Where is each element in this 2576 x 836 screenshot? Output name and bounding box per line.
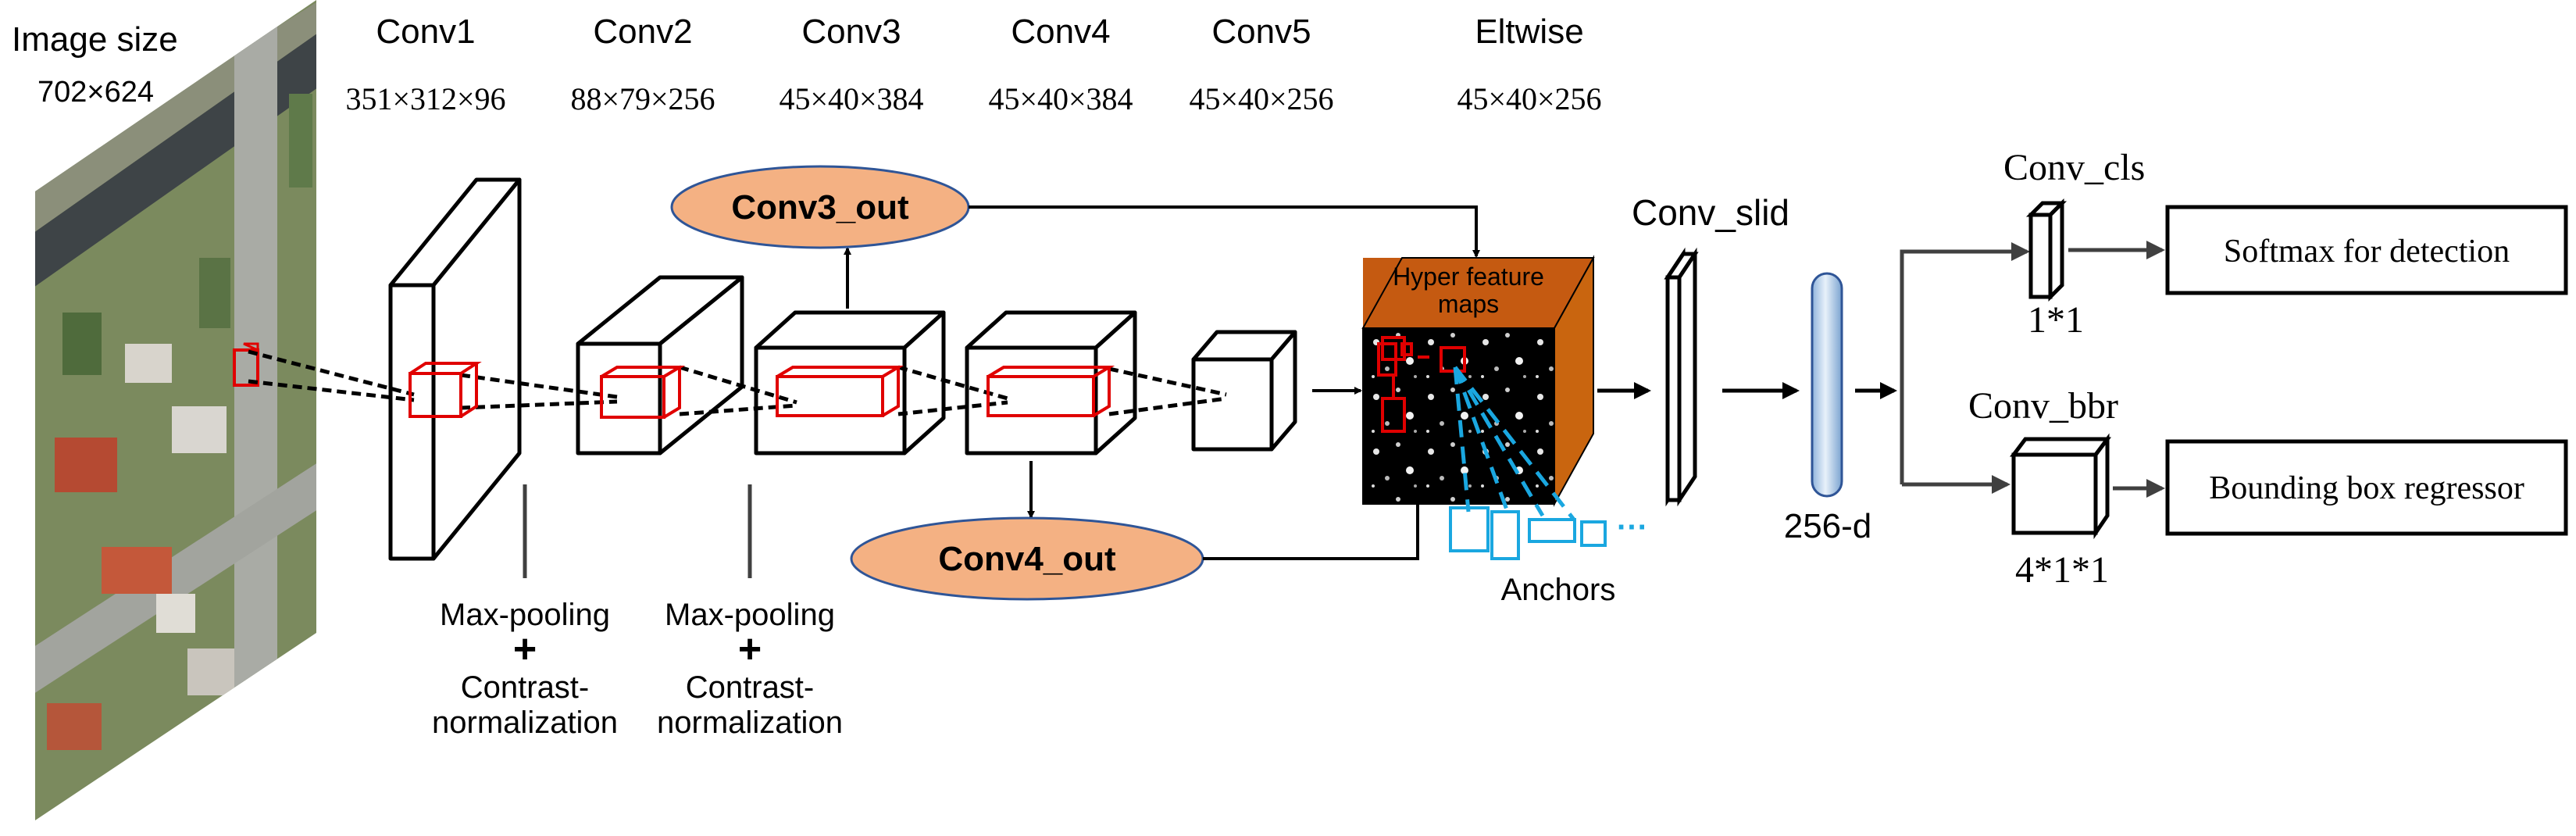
layer-name-2: Conv2: [593, 13, 692, 51]
anchors-label: Anchors: [1501, 573, 1616, 607]
pooling-note-1-line1: Max-pooling: [440, 598, 610, 632]
arrow-conv3-to-hyper: [969, 205, 1480, 258]
layer-dims-4: 45×40×384: [988, 81, 1133, 116]
conv4-box: [965, 310, 1137, 456]
conv-cls-box: [2025, 198, 2068, 302]
hyper-feature-maps: Hyper feature maps: [1361, 255, 1595, 521]
conv-cls-label: Conv_cls: [2003, 147, 2145, 188]
layer-name-3: Conv3: [801, 13, 901, 51]
fc-256d-label: 256-d: [1784, 507, 1872, 545]
receptive-field-cuboids: [409, 362, 1115, 419]
layer-dims-2: 88×79×256: [570, 81, 715, 116]
hyper-title-line1: Hyper feature: [1393, 263, 1544, 291]
pooling-note-1-plus: +: [513, 627, 537, 672]
layer-dims-5: 45×40×256: [1189, 81, 1333, 116]
conv4-out-label: Conv4_out: [938, 540, 1116, 578]
layer-headers: Conv1 351×312×96 Conv2 88×79×256 Conv3 45×40×…: [345, 13, 1601, 116]
conv-bbr-box: [2010, 433, 2111, 540]
conv3-out-label: Conv3_out: [731, 188, 909, 227]
conv1-box: [388, 177, 522, 561]
regressor-box: [2165, 439, 2568, 536]
layer-dims-3: 45×40×384: [779, 81, 923, 116]
softmax-label: Softmax for detection: [2224, 234, 2510, 270]
pooling-note-2-plus: +: [738, 627, 762, 672]
layer-name-6: Eltwise: [1475, 13, 1583, 51]
softmax-box: [2165, 205, 2568, 295]
hyper-title-line2: maps: [1438, 290, 1499, 318]
conv-cls-size: 1*1: [2028, 299, 2084, 341]
pooling-notes: Max-pooling+Contrast-normalizationMax-po…: [432, 598, 843, 740]
fc-256d-bar: [1811, 272, 1843, 498]
conv5-box: [1191, 330, 1297, 452]
layer-name-5: Conv5: [1211, 13, 1311, 51]
pooling-note-1-line2: Contrast-: [461, 670, 590, 705]
conv-bbr-size: 4*1*1: [2015, 549, 2109, 591]
conv2-box: [576, 275, 744, 456]
layer-name-4: Conv4: [1011, 13, 1110, 51]
conv-slid-box: [1664, 247, 1699, 507]
pooling-note-2-line2: Contrast-: [686, 670, 815, 705]
pooling-note-2-line1: Max-pooling: [665, 598, 835, 632]
pooling-note-1-line3: normalization: [432, 706, 618, 740]
layer-name-1: Conv1: [376, 13, 475, 51]
conv3-box: [754, 310, 946, 456]
image-size-value: 702×624: [37, 76, 154, 109]
layer-dims-6: 45×40×256: [1457, 81, 1601, 116]
anchors-dots: ···: [1617, 510, 1648, 545]
input-aerial-image: [35, 0, 316, 820]
regressor-label: Bounding box regressor: [2209, 470, 2524, 506]
image-size-label: Image size: [12, 20, 178, 59]
anchor-boxes: [1449, 506, 1607, 560]
conv-bbr-label: Conv_bbr: [1968, 385, 2118, 427]
branch-to-cls: [1900, 242, 2030, 484]
layer-dims-1: 351×312×96: [345, 81, 505, 116]
pooling-note-2-line3: normalization: [657, 706, 843, 740]
conv-slid-label: Conv_slid: [1632, 192, 1789, 233]
